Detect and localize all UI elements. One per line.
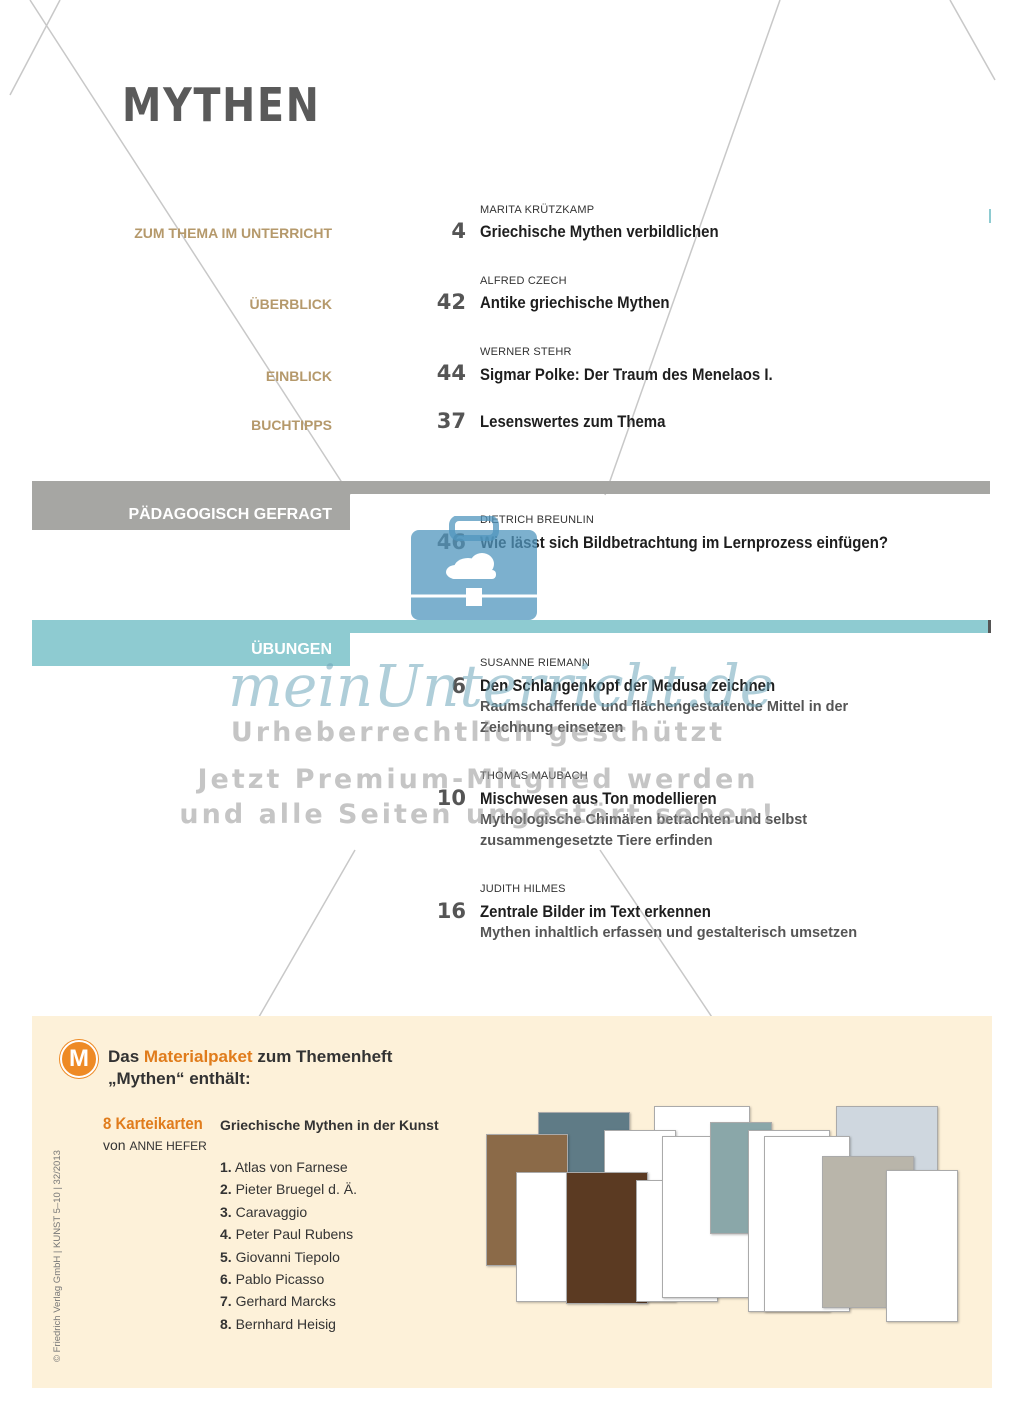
list-item: 3. Caravaggio [220,1203,308,1220]
card-collage-image [486,1100,958,1322]
list-item: 4. Peter Paul Rubens [220,1226,354,1243]
section-label-buchtipps: BUCHTIPPS [251,417,332,433]
material-headline: Das Materialpaket zum Themenheft „Mythen… [108,1046,392,1090]
watermark-line-1: Urheberrechtlich geschützt [230,717,726,748]
list-item: 8. Bernhard Heisig [220,1315,336,1332]
watermark-brand: meinUnterricht.de [228,652,775,720]
article-title[interactable]: Wie lässt sich Bildbetrachtung im Lernpr… [480,533,889,552]
watermark-line-2: Jetzt Premium-Mitglied werden [197,764,759,795]
section-label-uebungen: ÜBUNGEN [251,641,332,658]
section-label-paedagogisch: PÄDAGOGISCH GEFRAGT [128,506,332,523]
article-subtitle: Mythologische Chimären betrachten und se… [480,812,808,849]
article-title[interactable]: Lesenswertes zum Thema [480,412,666,431]
list-item: 7. Gerhard Marcks [220,1293,336,1310]
teal-band-label-bg [32,620,350,666]
page-title: MYTHEN [122,78,321,132]
article-title[interactable]: Zentrale Bilder im Text erkennen [480,902,711,921]
article-author: MARITA KRÜTZKAMP [480,204,595,216]
list-item: 6. Pablo Picasso [220,1271,325,1288]
teal-band-end [988,620,991,633]
page-number: 44 [436,361,466,385]
article-title[interactable]: Griechische Mythen verbildlichen [480,222,719,241]
right-edge-marker [989,209,991,223]
material-badge-icon: M [60,1040,98,1078]
article-title[interactable]: Den Schlangenkopf der Medusa zeichnen [480,676,776,695]
article-title[interactable]: Sigmar Polke: Der Traum des Menelaos I. [480,365,773,384]
page-number: 10 [436,786,466,810]
cards-label: 8 Karteikarten [103,1114,203,1133]
publisher-note: © Friedrich Verlag GmbH | KUNST 5–10 | 3… [52,1150,63,1362]
watermark-line-3: und alle Seiten ungestört sehen! [179,799,777,830]
list-item: 5. Giovanni Tiepolo [220,1248,340,1265]
section-label-einblick: EINBLICK [265,368,332,384]
list-item: 2. Pieter Bruegel d. Ä. [220,1181,357,1198]
article-author: SUSANNE RIEMANN [480,657,590,669]
page-number: 6 [451,674,466,698]
by-prefix: von [103,1137,126,1153]
list-item: 1. Atlas von Farnese [220,1159,348,1175]
headline-highlight: Materialpaket [143,1047,253,1066]
section-label-zum-thema: ZUM THEMA IM UNTERRICHT [134,225,332,241]
gray-band-label-bg [32,481,350,530]
article-author: THOMAS MAUBACH [480,770,588,782]
page-number: 37 [436,409,466,433]
article-title[interactable]: Antike griechische Mythen [480,293,670,312]
article-subtitle: Raumschaffende und flächengestaltende Mi… [480,699,849,736]
artist-list: 1. Atlas von Farnese 2. Pieter Bruegel d… [220,1156,357,1335]
cards-author: von ANNE HEFER [103,1137,207,1153]
headline-line2: „Mythen“ enthält: [108,1069,251,1088]
article-author: DIETRICH BREUNLIN [480,514,595,526]
briefcase-cloud-icon [411,516,537,620]
page-number: 42 [436,290,466,314]
article-author: ALFRED CZECH [480,275,567,287]
article-subtitle: Mythen inhaltlich erfassen und gestalter… [480,925,858,941]
headline-pre: Das [108,1047,144,1066]
article-author: JUDITH HILMES [480,883,566,895]
section-label-ueberblick: ÜBERBLICK [249,296,332,312]
article-author: WERNER STEHR [480,346,572,358]
article-title[interactable]: Mischwesen aus Ton modellieren [480,789,717,808]
cards-title: Griechische Mythen in der Kunst [220,1117,439,1133]
headline-post: zum Themenheft [252,1047,393,1066]
by-name: ANNE HEFER [129,1139,207,1153]
page-number: 16 [436,899,466,923]
page-number: 4 [451,219,466,243]
